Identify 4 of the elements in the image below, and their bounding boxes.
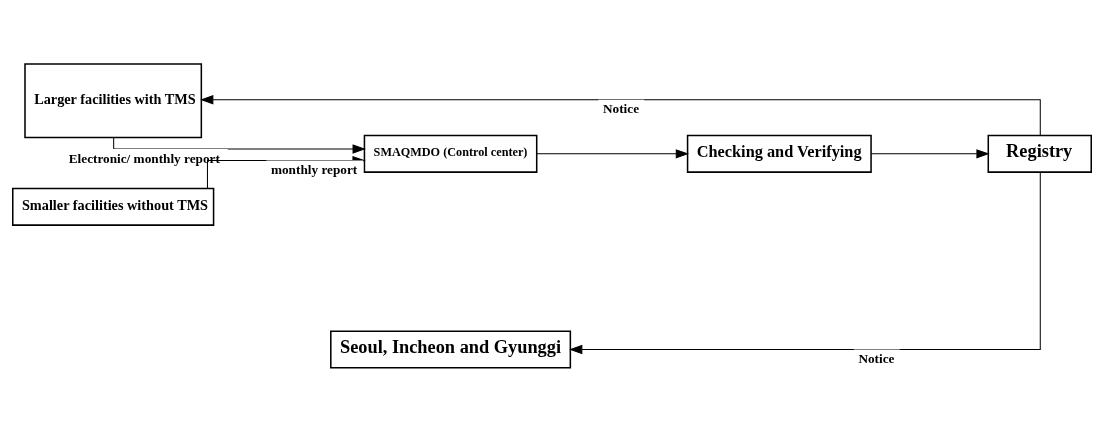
edge-label: Notice bbox=[603, 101, 640, 117]
edge-label: monthly report bbox=[270, 162, 358, 178]
edge-label: Electronic/ monthly report bbox=[68, 150, 220, 166]
edge-label: Notice bbox=[858, 351, 895, 367]
